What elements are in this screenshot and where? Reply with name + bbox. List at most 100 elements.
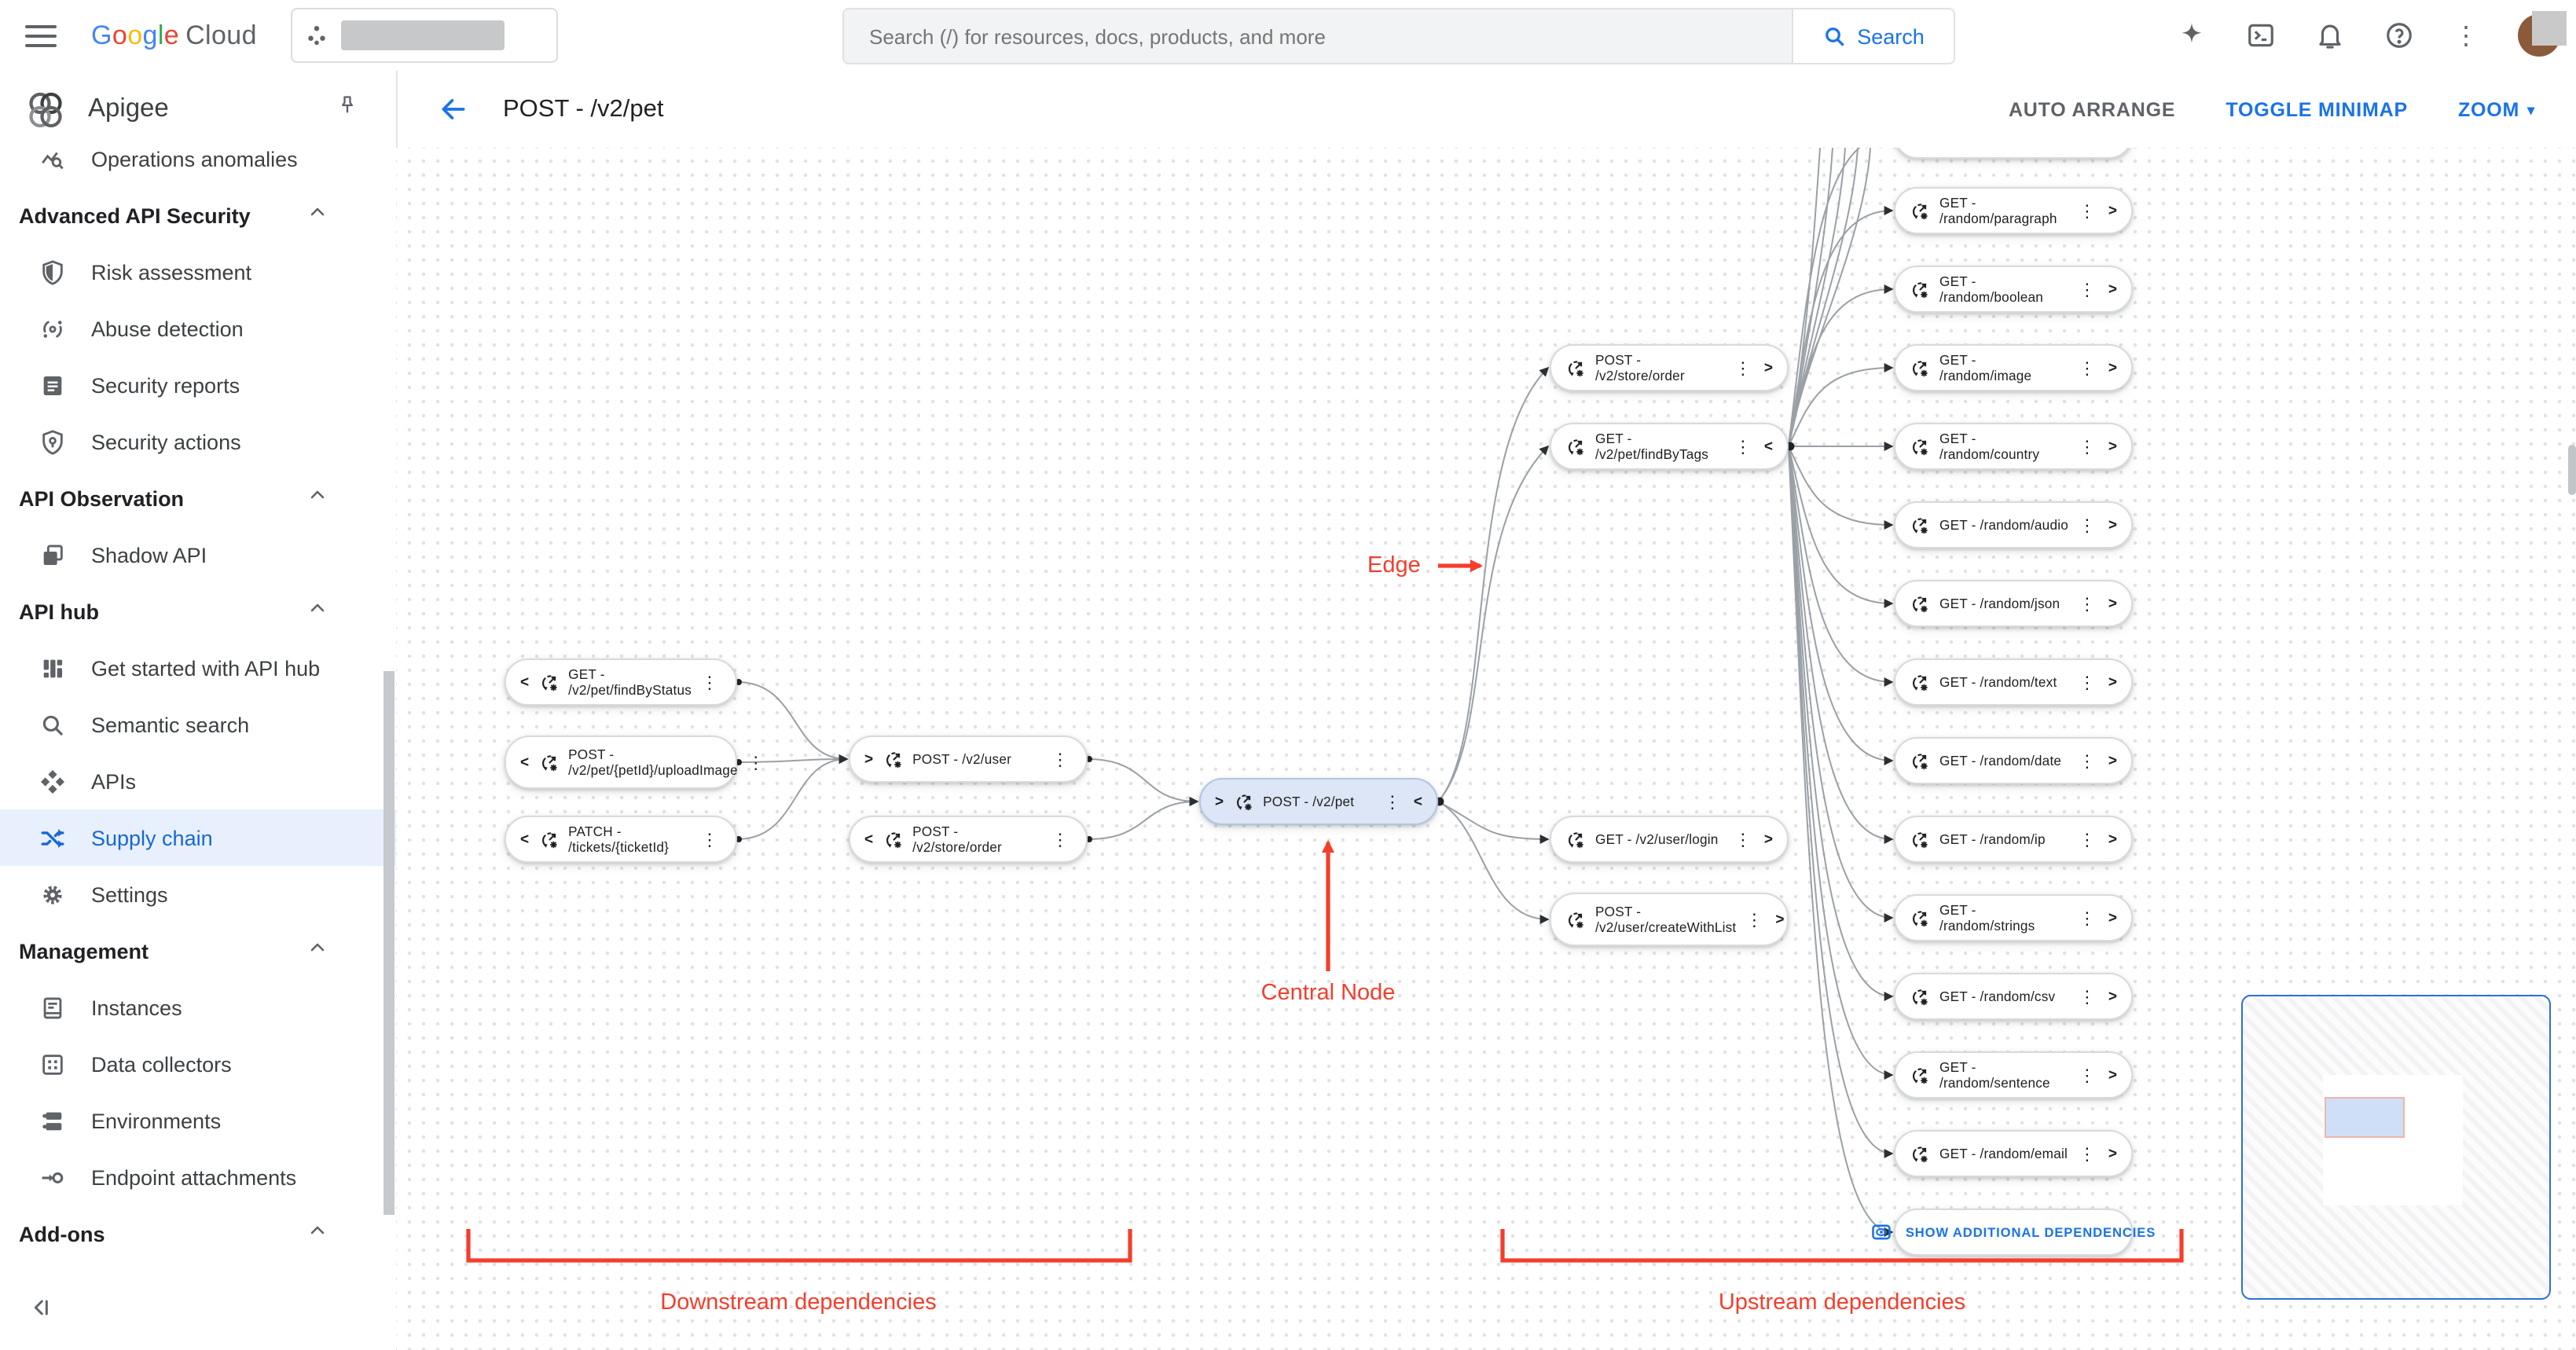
- chevron-right-icon[interactable]: >: [2108, 516, 2117, 534]
- more-vert-icon[interactable]: ⋮: [1051, 750, 1069, 769]
- graph-node-postStoreOrder2[interactable]: POST - /v2/store/order⋮>: [1550, 344, 1789, 391]
- search-button[interactable]: Search: [1792, 9, 1954, 63]
- graph-node-showAdditional[interactable]: SHOW ADDITIONAL DEPENDENCIES: [1873, 1209, 2155, 1256]
- graph-node-boolean[interactable]: GET - /random/boolean⋮>: [1894, 266, 2133, 313]
- more-vert-icon[interactable]: ⋮: [2078, 595, 2096, 614]
- graph-node-clippedTop[interactable]: [1894, 148, 2133, 159]
- menu-icon[interactable]: [25, 24, 57, 46]
- chevron-right-icon[interactable]: >: [2108, 359, 2117, 376]
- graph-node-createWithList[interactable]: POST - /v2/user/createWithList⋮>: [1550, 893, 1789, 946]
- chevron-left-icon[interactable]: <: [520, 831, 530, 848]
- graph-node-country[interactable]: GET - /random/country⋮>: [1894, 423, 2133, 470]
- graph-node-patchTickets[interactable]: <PATCH - /tickets/{ticketId}⋮: [505, 816, 737, 863]
- graph-node-json[interactable]: GET - /random/json⋮>: [1894, 580, 2133, 627]
- more-vert-icon[interactable]: ⋮: [2078, 281, 2096, 299]
- sidebar-item-data-collectors[interactable]: Data collectors: [0, 1036, 396, 1092]
- help-icon[interactable]: [2384, 20, 2414, 50]
- chevron-right-icon[interactable]: >: [1763, 831, 1773, 848]
- page-scrollbar[interactable]: [2568, 445, 2576, 495]
- graph-node-findByStatus[interactable]: <GET - /v2/pet/findByStatus⋮: [505, 658, 737, 706]
- more-vert-icon[interactable]: ⋮: [1734, 359, 1752, 378]
- chevron-right-icon[interactable]: >: [2108, 988, 2117, 1005]
- chevron-right-icon[interactable]: >: [1775, 911, 1785, 928]
- graph-node-audio[interactable]: GET - /random/audio⋮>: [1894, 501, 2133, 548]
- more-vert-icon[interactable]: ⋮: [2078, 1066, 2096, 1085]
- cloud-shell-icon[interactable]: [2246, 20, 2276, 50]
- chevron-left-icon[interactable]: <: [1763, 438, 1773, 455]
- collapse-sidebar-icon[interactable]: [28, 1295, 53, 1328]
- sidebar-item-supply-chain[interactable]: Supply chain: [0, 809, 396, 866]
- sidebar-item-shadow-api[interactable]: Shadow API: [0, 526, 396, 583]
- graph-node-central[interactable]: >POST - /v2/pet⋮<: [1199, 778, 1438, 825]
- more-vert-icon[interactable]: ⋮: [2078, 438, 2096, 457]
- minimap-viewport[interactable]: [2325, 1097, 2405, 1138]
- sidebar-item-security-reports[interactable]: Security reports: [0, 357, 396, 413]
- auto-arrange-button[interactable]: AUTO ARRANGE: [2008, 98, 2176, 120]
- graph-node-strings[interactable]: GET - /random/strings⋮>: [1894, 894, 2133, 941]
- sidebar-item-apis[interactable]: APIs: [0, 753, 396, 809]
- search-field[interactable]: [844, 9, 1792, 63]
- more-vert-icon[interactable]: ⋮: [2453, 23, 2479, 50]
- sidebar-item-endpoint-attachments[interactable]: Endpoint attachments: [0, 1149, 396, 1205]
- graph-node-csv[interactable]: GET - /random/csv⋮>: [1894, 973, 2133, 1020]
- more-vert-icon[interactable]: ⋮: [701, 831, 718, 849]
- graph-node-postUser[interactable]: >POST - /v2/user⋮: [849, 736, 1088, 783]
- graph-canvas[interactable]: <GET - /v2/pet/findByStatus⋮ <POST - /v2/…: [396, 148, 2576, 1350]
- more-vert-icon[interactable]: ⋮: [2078, 673, 2096, 692]
- chevron-right-icon[interactable]: >: [2108, 752, 2117, 769]
- chevron-left-icon[interactable]: <: [520, 754, 530, 771]
- more-vert-icon[interactable]: ⋮: [2078, 1145, 2096, 1164]
- more-vert-icon[interactable]: ⋮: [1051, 831, 1069, 849]
- chevron-right-icon[interactable]: >: [1763, 359, 1773, 376]
- more-vert-icon[interactable]: ⋮: [1734, 831, 1752, 849]
- chevron-right-icon[interactable]: >: [2108, 438, 2117, 455]
- gemini-icon[interactable]: [2177, 20, 2207, 50]
- sidebar-section-management[interactable]: Management: [0, 923, 396, 979]
- zoom-dropdown[interactable]: ZOOM▾: [2458, 98, 2535, 120]
- chevron-right-icon[interactable]: >: [2108, 595, 2117, 612]
- more-vert-icon[interactable]: ⋮: [2078, 988, 2096, 1007]
- graph-node-postStoreOrder1[interactable]: <POST - /v2/store/order⋮: [849, 816, 1088, 863]
- toggle-minimap-button[interactable]: TOGGLE MINIMAP: [2226, 98, 2408, 120]
- more-vert-icon[interactable]: ⋮: [2078, 752, 2096, 771]
- more-vert-icon[interactable]: ⋮: [1383, 793, 1401, 812]
- chevron-right-icon[interactable]: >: [2108, 202, 2117, 219]
- back-arrow-icon[interactable]: [439, 94, 468, 124]
- sidebar-section-api-observation[interactable]: API Observation: [0, 470, 396, 526]
- more-vert-icon[interactable]: ⋮: [747, 754, 765, 772]
- chevron-right-icon[interactable]: >: [2108, 831, 2117, 848]
- chevron-right-icon[interactable]: >: [2108, 1066, 2117, 1084]
- sidebar-item-environments[interactable]: Environments: [0, 1092, 396, 1149]
- graph-node-findByTags[interactable]: GET - /v2/pet/findByTags⋮<: [1550, 423, 1789, 470]
- pin-icon[interactable]: [336, 94, 358, 124]
- sidebar-section-advanced-api-security[interactable]: Advanced API Security: [0, 187, 396, 244]
- more-vert-icon[interactable]: ⋮: [2078, 202, 2096, 221]
- more-vert-icon[interactable]: ⋮: [701, 673, 718, 692]
- graph-node-date[interactable]: GET - /random/date⋮>: [1894, 737, 2133, 784]
- more-vert-icon[interactable]: ⋮: [2078, 359, 2096, 378]
- graph-node-text[interactable]: GET - /random/text⋮>: [1894, 658, 2133, 706]
- graph-node-ip[interactable]: GET - /random/ip⋮>: [1894, 816, 2133, 863]
- more-vert-icon[interactable]: ⋮: [1745, 911, 1763, 930]
- chevron-left-icon[interactable]: <: [520, 673, 530, 691]
- sidebar-item-settings[interactable]: Settings: [0, 866, 396, 923]
- sidebar-item-security-actions[interactable]: Security actions: [0, 413, 396, 470]
- more-vert-icon[interactable]: ⋮: [1734, 438, 1752, 457]
- sidebar-item-abuse-detection[interactable]: Abuse detection: [0, 300, 396, 357]
- sidebar-item-get-started-with-api-hub[interactable]: Get started with API hub: [0, 640, 396, 696]
- more-vert-icon[interactable]: ⋮: [2078, 516, 2096, 535]
- sidebar-section-add-ons[interactable]: Add-ons: [0, 1205, 396, 1262]
- sidebar-section-api-hub[interactable]: API hub: [0, 583, 396, 640]
- chevron-right-icon[interactable]: >: [2108, 909, 2117, 926]
- graph-node-userLogin[interactable]: GET - /v2/user/login⋮>: [1550, 816, 1789, 863]
- chevron-right-icon[interactable]: >: [2108, 281, 2117, 298]
- graph-node-uploadImage[interactable]: <POST - /v2/pet/{petId}/uploadImage⋮: [505, 736, 765, 789]
- sidebar-scrollbar[interactable]: [383, 671, 394, 1215]
- chevron-right-icon[interactable]: >: [1215, 793, 1224, 810]
- graph-node-image[interactable]: GET - /random/image⋮>: [1894, 344, 2133, 391]
- graph-node-paragraph[interactable]: GET - /random/paragraph⋮>: [1894, 187, 2133, 234]
- more-vert-icon[interactable]: ⋮: [2078, 831, 2096, 849]
- chevron-left-icon[interactable]: <: [1413, 793, 1422, 810]
- avatar[interactable]: [2518, 11, 2567, 57]
